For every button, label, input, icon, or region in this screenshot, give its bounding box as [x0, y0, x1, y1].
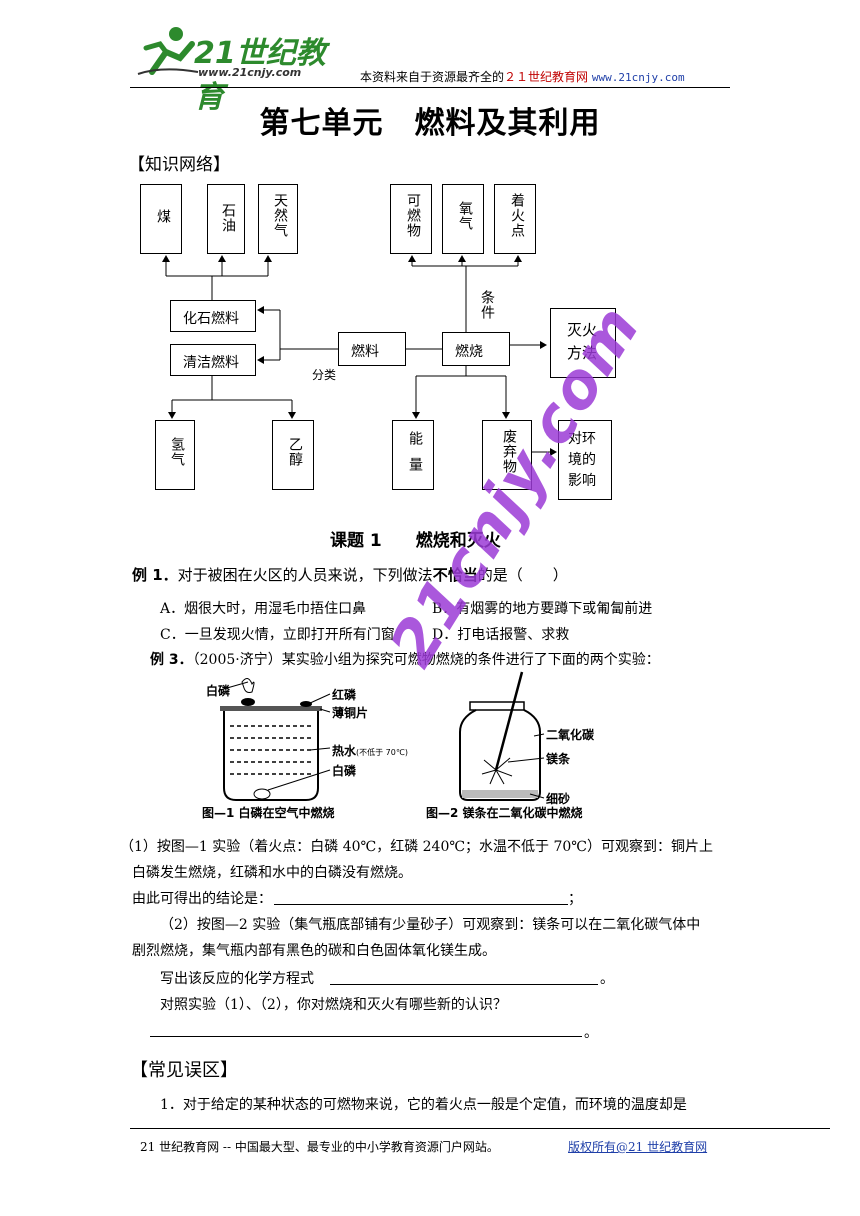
conclusion-label: 由此可得出的结论是： [132, 891, 272, 907]
node-fossil-fuel: 化石燃料 [170, 300, 256, 332]
fig2-caption: 图—2 镁条在二氧化碳中燃烧 [426, 806, 583, 820]
node-oxygen: 氧气 [442, 184, 484, 254]
footer-copyright-link[interactable]: 版权所有@21 世纪教育网 [568, 1140, 708, 1154]
fig1-label-white-p: 白磷 [206, 684, 231, 698]
logo-text: 21世纪教育 [194, 36, 326, 115]
node-burn: 燃烧 [442, 332, 510, 366]
header-note: 本资料来自于资源最齐全的２１世纪教育网 www.21cnjy.com [360, 70, 685, 84]
footer-rule [130, 1128, 830, 1129]
mistake-1: 1．对于给定的某种状态的可燃物来说，它的着火点一般是个定值，而环境的温度却是 [160, 1097, 687, 1113]
site-logo: 21世纪教育 www.21cnjy.com [132, 22, 342, 115]
knowledge-heading: 【知识网络】 [128, 155, 230, 175]
figure-1: 白磷 红磷 薄铜片 热水(不低于 70℃) 白磷 图—1 白磷在空气中燃烧 [202, 676, 412, 820]
compare-answer-line[interactable] [150, 1036, 582, 1037]
example1-option-b: B．有烟雾的地方要蹲下或匍匐前进 [432, 601, 653, 617]
fig1-label-hot-water: 热水(不低于 70℃) [332, 744, 408, 758]
compare-question: 对照实验（1）、（2），你对燃烧和灭火有哪些新的认识？ [160, 997, 507, 1013]
gas-jar-diagram [459, 671, 545, 801]
beaker-diagram [219, 678, 331, 801]
concept-map-lines [162, 255, 557, 456]
figure-2: 二氧化碳 镁条 细砂 图—2 镁条在二氧化碳中燃烧 [426, 666, 606, 820]
node-clean-fuel: 清洁燃料 [170, 344, 256, 376]
q1-line2: 白磷发生燃烧，红磷和水中的白磷没有燃烧。 [132, 865, 412, 881]
node-environment-impact: 对环境的影响 [558, 420, 612, 500]
node-ignition-point: 着火点 [494, 184, 536, 254]
node-ethanol: 乙醇 [272, 420, 314, 490]
emphasis-not-appropriate: 不恰当 [432, 566, 478, 584]
header-url-link[interactable]: www.21cnjy.com [591, 71, 685, 84]
fig1-label-red-p: 红磷 [332, 688, 357, 702]
mistakes-heading: 【常见误区】 [130, 1060, 238, 1081]
node-extinguish-methods: 灭火方法 [550, 308, 616, 378]
page-title: 第七单元 燃料及其利用 [259, 106, 601, 141]
compare-end: 。 [584, 1025, 598, 1041]
fig1-label-white-p-bottom: 白磷 [332, 764, 357, 778]
fig1-caption: 图—1 白磷在空气中燃烧 [202, 806, 335, 820]
conclusion-end: ； [568, 891, 582, 907]
example1-option-c: C．一旦发现火情，立即打开所有门窗 [160, 627, 395, 643]
equation-answer-line[interactable] [330, 984, 598, 985]
equation-end: 。 [600, 971, 614, 987]
q2-line1: （2）按图—2 实验（集气瓶底部铺有少量砂子）可观察到：镁条可以在二氧化碳气体中 [160, 917, 701, 933]
label-conditions: 条件 [479, 290, 495, 320]
lesson-title: 课题 1 燃烧和灭火 [330, 531, 501, 551]
q1-line1: （1）按图—1 实验（着火点：白磷 40℃，红磷 240℃；水温不低于 70℃）… [120, 839, 713, 855]
header-rule [130, 87, 730, 88]
q2-line2: 剧烈燃烧，集气瓶内部有黑色的碳和白色固体氧化镁生成。 [132, 943, 496, 959]
header-brand: ２１世纪教育网 [504, 70, 589, 84]
example3-stem: 例 3．（2005·济宁）某实验小组为探究可燃物燃烧的条件进行了下面的两个实验： [150, 652, 660, 668]
example1-option-d: D．打电话报警、求救 [432, 627, 570, 643]
runner-logo-icon [137, 27, 199, 75]
node-fuel: 燃料 [338, 332, 406, 366]
equation-label: 写出该反应的化学方程式 [160, 971, 314, 987]
node-hydrogen: 氢气 [155, 420, 195, 490]
logo-url: www.21cnjy.com [198, 66, 302, 79]
label-classify: 分类 [312, 368, 337, 382]
fig2-label-co2: 二氧化碳 [546, 728, 595, 742]
node-coal: 煤 [140, 184, 182, 254]
example1-option-a: A．烟很大时，用湿毛巾捂住口鼻 [160, 601, 367, 617]
node-energy: 能量 [392, 420, 434, 490]
node-natural-gas: 天然气 [258, 184, 298, 254]
conclusion-answer-line[interactable] [274, 904, 568, 905]
node-waste: 废弃物 [482, 420, 532, 490]
node-combustible: 可燃物 [390, 184, 432, 254]
example1-stem: 例 1．对于被困在火区的人员来说，下列做法不恰当的是（ ） [132, 566, 568, 584]
fig1-label-copper: 薄铜片 [332, 706, 369, 720]
footer-left: 21 世纪教育网 -- 中国最大型、最专业的中小学教育资源门户网站。 [140, 1140, 499, 1154]
fig2-label-mg: 镁条 [546, 752, 571, 766]
node-oil: 石油 [207, 184, 245, 254]
fig2-label-sand: 细砂 [546, 792, 571, 806]
